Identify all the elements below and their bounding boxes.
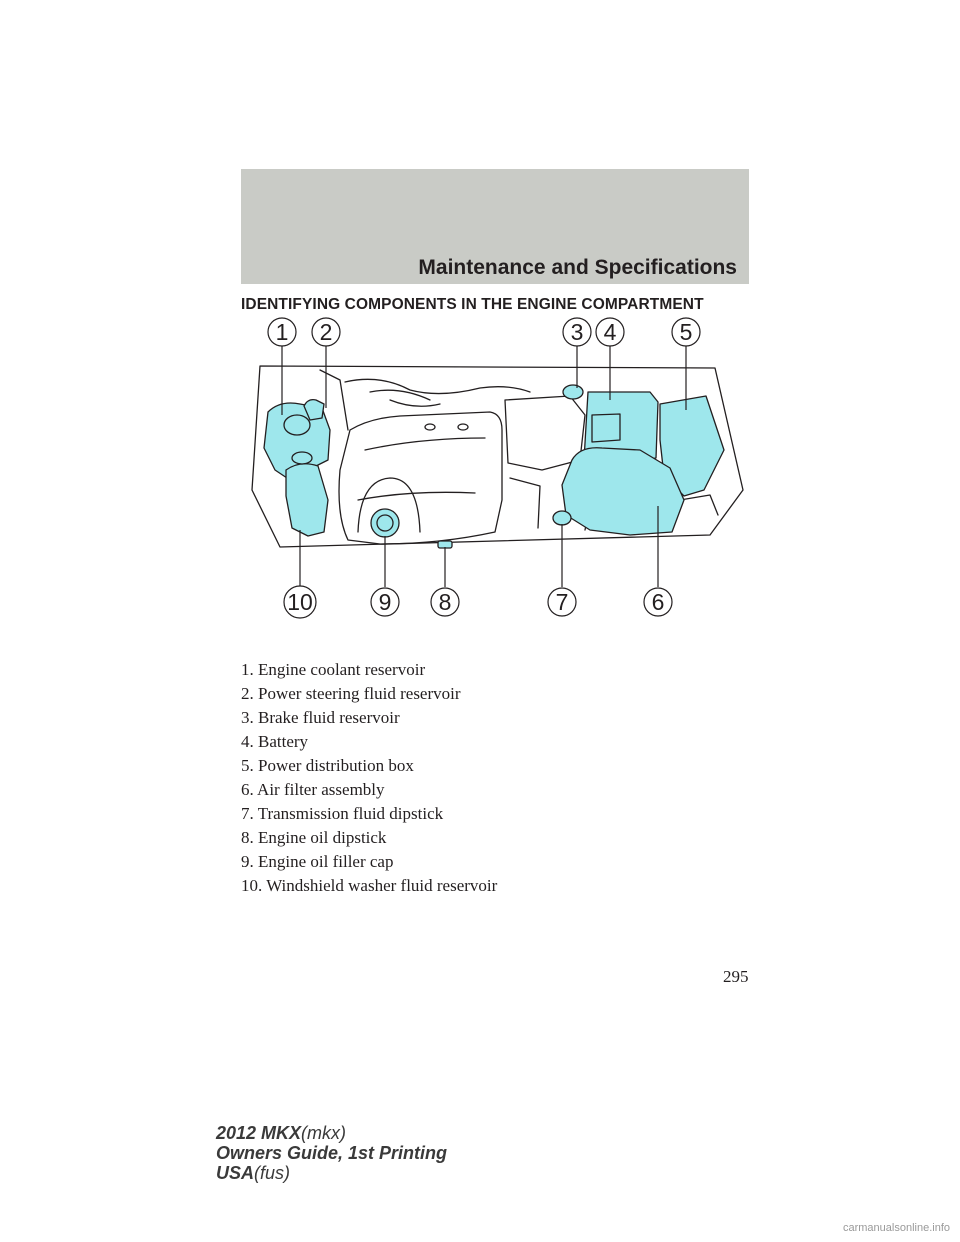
page-number: 295 [723,967,749,986]
callout-2: 2 [320,319,333,345]
document-footer: 2012 MKX(mkx) Owners Guide, 1st Printing… [216,1123,447,1183]
brake-reservoir [562,384,584,400]
component-legend: 1. Engine coolant reservoir 2. Power ste… [241,658,497,898]
legend-item: 8. Engine oil dipstick [241,828,387,847]
callout-9: 9 [379,589,392,615]
legend-item: 10. Windshield washer fluid reservoir [241,876,498,895]
callout-5: 5 [680,319,693,345]
page-heading: IDENTIFYING COMPONENTS IN THE ENGINE COM… [241,296,704,313]
footer-market-code: (fus) [254,1163,291,1183]
washer-reservoir [285,463,329,537]
oil-dipstick-handle [437,540,453,549]
legend-item: 4. Battery [241,732,309,751]
footer-market: USA [216,1163,255,1183]
footer-edition: Owners Guide, 1st Printing [216,1143,448,1163]
callout-4: 4 [604,319,617,345]
footer-model: 2012 MKX [216,1123,302,1143]
legend-item: 1. Engine coolant reservoir [241,660,426,679]
transmission-dipstick-cap [552,510,572,526]
callout-1: 1 [276,319,289,345]
callout-7: 7 [556,589,569,615]
legend-item: 2. Power steering fluid reservoir [241,684,461,703]
power-distribution-box [659,395,725,497]
legend-item: 6. Air filter assembly [241,780,385,799]
engine-compartment-diagram: 1 2 3 4 5 6 7 8 9 10 [251,317,744,619]
legend-item: 7. Transmission fluid dipstick [241,804,444,823]
section-header-band: Maintenance and Specifications [241,169,749,284]
callout-6: 6 [652,589,665,615]
footer-model-code: (mkx) [301,1123,347,1143]
callout-8: 8 [439,589,452,615]
compartment-outline [251,365,744,548]
watermark: carmanualsonline.info [842,1222,950,1234]
power-steering-reservoir [303,398,325,421]
air-filter-assembly [561,447,685,536]
engine-cover [338,411,503,545]
callout-3: 3 [571,319,584,345]
section-title: Maintenance and Specifications [418,256,737,279]
legend-item: 3. Brake fluid reservoir [241,708,400,727]
legend-item: 5. Power distribution box [241,756,414,775]
legend-item: 9. Engine oil filler cap [241,852,394,871]
callout-10: 10 [287,589,313,615]
